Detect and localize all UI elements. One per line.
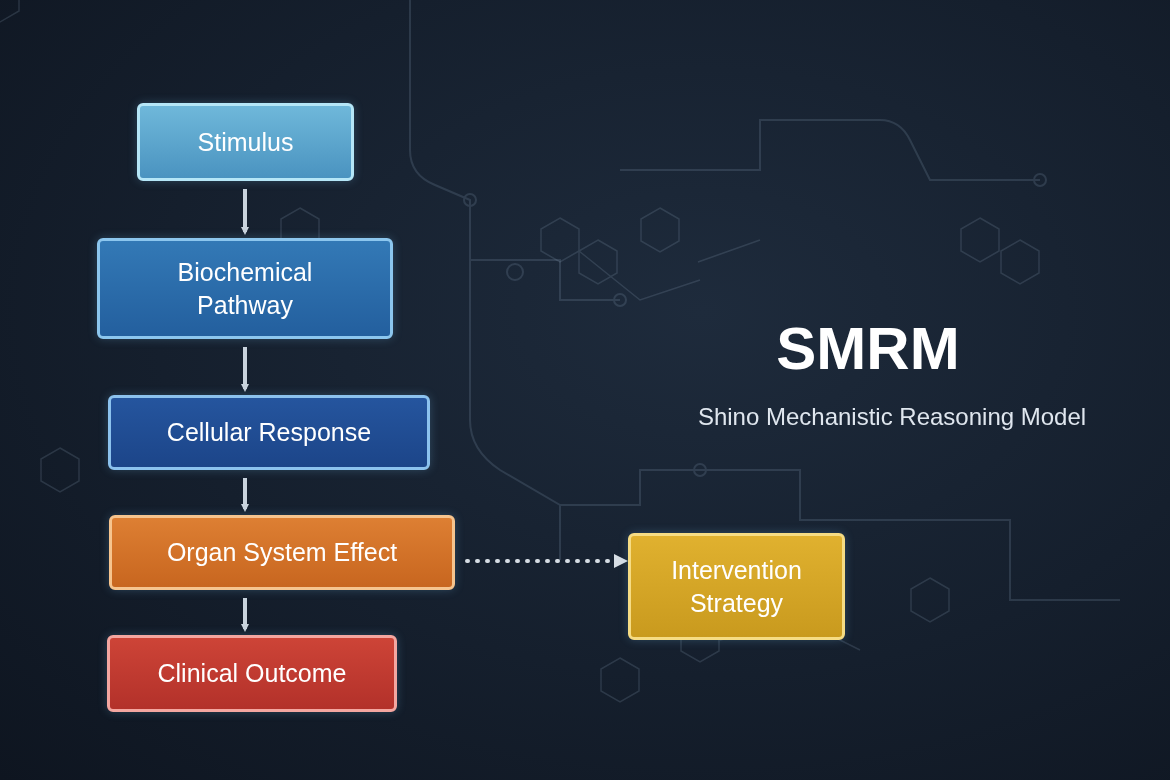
- flow-arrow: [243, 189, 247, 232]
- node-text: Stimulus: [198, 126, 294, 159]
- node-text: Organ System Effect: [167, 536, 397, 569]
- node-text: Cellular Response: [167, 416, 371, 449]
- outcome-box: Clinical Outcome: [107, 635, 397, 712]
- dotted-arrow: [467, 559, 624, 563]
- subtitle: Shino Mechanistic Reasoning Model: [698, 403, 1086, 431]
- node-text: Intervention Strategy: [647, 554, 827, 619]
- title: SMRM: [776, 314, 959, 383]
- node-text: Biochemical Pathway: [150, 256, 340, 321]
- flow-arrow: [243, 598, 247, 629]
- stimulus-box: Stimulus: [137, 103, 354, 181]
- node-text: Clinical Outcome: [158, 657, 347, 690]
- organ-box: Organ System Effect: [109, 515, 455, 590]
- intervention-box: Intervention Strategy: [628, 533, 845, 640]
- flow-arrow: [243, 347, 247, 389]
- pathway-box: Biochemical Pathway: [97, 238, 393, 339]
- flow-arrow: [243, 478, 247, 509]
- cellular-box: Cellular Response: [108, 395, 430, 470]
